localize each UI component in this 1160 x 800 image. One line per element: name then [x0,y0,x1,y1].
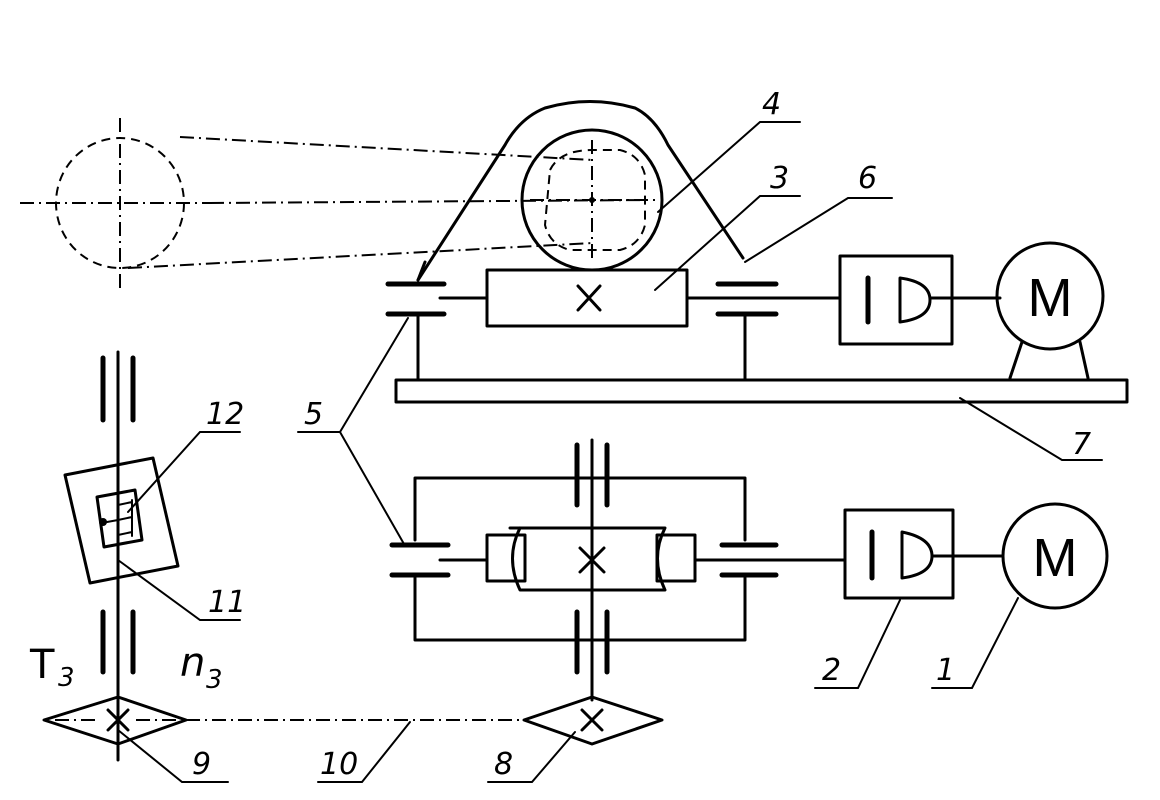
speed-symbol: n [180,640,205,686]
leader-8 [487,731,576,783]
bottom-drive-assembly: M [389,438,1109,746]
globoid-worm [485,526,697,592]
coupling-bottom [843,508,1004,600]
leader-1 [931,597,1019,689]
motor-bottom-symbol: M [1033,528,1078,588]
torque-subscript: 3 [58,663,75,693]
leader-11 [117,559,241,621]
gear-housing-inner [416,260,427,282]
callout-11: 11 [208,585,246,620]
top-drive-assembly: M [20,100,1129,404]
callouts: 4 3 6 5 7 12 11 2 1 9 10 8 [117,87,1103,783]
leader-10 [317,721,411,783]
phantom-pulley-circle [20,118,210,290]
callout-4: 4 [762,87,781,122]
lower-housing-frame [413,476,747,642]
leader-4 [657,121,801,213]
leader-7 [959,397,1103,461]
motor-top-symbol: M [1028,268,1073,328]
bearing-right-top [715,281,779,382]
leader-3 [654,195,801,291]
base-frame [394,378,1129,404]
callout-1: 1 [936,653,955,688]
callout-6: 6 [858,161,877,196]
projection-line-top [179,136,593,161]
callout-3: 3 [770,161,789,196]
leader-6 [744,197,893,263]
sprocket-left [42,695,188,746]
left-bearing-bottom [100,609,136,675]
bearing-left-top [385,281,447,382]
callout-8: 8 [494,747,513,782]
leader-5 [297,317,409,545]
torque-label: T 3 [29,642,75,693]
leader-12 [127,431,241,513]
sprocket-right [522,695,664,746]
left-bearing-top [100,355,136,423]
motor-top: M [995,241,1105,380]
vertical-bearing-top [574,442,610,508]
motor-bottom: M [1001,502,1109,610]
callout-12: 12 [206,397,244,432]
leader-9 [117,729,229,783]
tilted-element-block [63,456,180,585]
gear-housing-outline [416,100,745,282]
left-driven-assembly: T 3 n 3 [29,350,524,762]
worm-wheel [520,128,664,272]
bearing-right-bottom [719,542,779,578]
callout-2: 2 [822,653,841,688]
callout-5: 5 [304,397,323,432]
projection-line-bottom [127,242,593,269]
speed-subscript: 3 [206,665,223,695]
torque-symbol: T [29,642,55,688]
bearing-left-bottom [389,542,451,578]
vertical-bearing-bottom [574,609,610,675]
callout-7: 7 [1072,427,1091,462]
callout-10: 10 [320,747,358,782]
speed-label: n 3 [180,640,223,695]
coupling-top [838,254,1002,346]
leader-2 [814,599,901,689]
callout-9: 9 [192,747,211,782]
worm-cross-mark [576,284,602,312]
